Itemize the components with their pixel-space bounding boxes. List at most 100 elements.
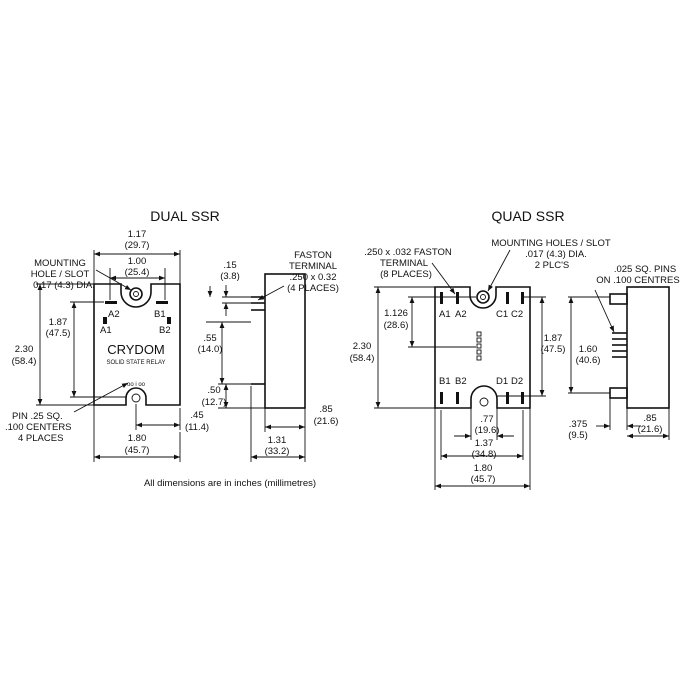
dual-dim-85: .85 bbox=[319, 404, 332, 415]
dual-dim-100: 1.00 bbox=[128, 256, 147, 267]
dual-mounting-note-2: HOLE / SLOT bbox=[31, 269, 90, 280]
quad-dim-77: .77 bbox=[480, 414, 493, 425]
dual-pin-note-2: .100 CENTERS bbox=[5, 422, 72, 433]
quad-dim-187-mm: (47.5) bbox=[541, 344, 566, 355]
dual-dim-50-mm: (12.7) bbox=[202, 397, 227, 408]
quad-dim-230-mm: (58.4) bbox=[350, 353, 375, 364]
dual-dim-187-mm: (47.5) bbox=[46, 328, 71, 339]
quad-dim-77-mm: (19.6) bbox=[475, 425, 500, 436]
dual-dim-85-mm: (21.6) bbox=[314, 416, 339, 427]
quad-dim-375: .375 bbox=[569, 419, 588, 430]
dual-faston-note-1: FASTON bbox=[294, 250, 332, 261]
quad-side-view-body bbox=[626, 286, 670, 409]
dual-mounting-note-1: MOUNTING bbox=[34, 258, 86, 269]
dual-pin-note-3: 4 PLACES bbox=[18, 433, 63, 444]
dual-ssr-title: DUAL SSR bbox=[150, 208, 220, 224]
quad-dim-85: .85 bbox=[643, 413, 656, 424]
quad-label-c1: C1 bbox=[496, 309, 508, 320]
quad-pins-leader bbox=[594, 289, 615, 333]
quad-faston-note-2: TERMINAL bbox=[380, 258, 428, 269]
quad-pin-row bbox=[476, 331, 482, 361]
dual-label-b1: B1 bbox=[154, 309, 166, 320]
dual-ssr-section: DUAL SSR A2 B1 A1 B2 CRYDOM SOLID STATE … bbox=[5, 208, 339, 462]
quad-mounting-note-2: .017 (4.3) DIA. bbox=[525, 249, 587, 260]
quad-label-a1: A1 bbox=[439, 309, 451, 320]
quad-ssr-section: QUAD SSR A1 A2 C1 C2 B1 B2 D1 D2 .250 x … bbox=[350, 208, 680, 490]
dual-dim-187: 1.87 bbox=[49, 317, 68, 328]
dual-dim-180-mm: (45.7) bbox=[125, 445, 150, 456]
dual-faston-note-4: (4 PLACES) bbox=[287, 283, 339, 294]
dual-dim-131-mm: (33.2) bbox=[265, 446, 290, 457]
quad-faston-tab-top bbox=[609, 293, 628, 305]
quad-dim-1126: 1.126 bbox=[384, 308, 408, 319]
dual-faston-leader bbox=[257, 285, 285, 301]
quad-dim-160-mm: (40.6) bbox=[576, 355, 601, 366]
quad-ssr-title: QUAD SSR bbox=[491, 208, 564, 224]
dual-dim-45: .45 bbox=[190, 410, 203, 421]
dual-side-view-body bbox=[264, 273, 306, 409]
dual-faston-note-3: .250 x 0.32 bbox=[289, 272, 336, 283]
dual-pin-marks: oo i oo bbox=[127, 382, 146, 388]
quad-mounting-note-1: MOUNTING HOLES / SLOT bbox=[491, 238, 610, 249]
dual-label-b2: B2 bbox=[159, 325, 171, 336]
quad-label-b2: B2 bbox=[455, 376, 467, 387]
dual-dim-230: 2.30 bbox=[15, 344, 34, 355]
dual-mounting-note-3: 0.17 (4.3) DIA. bbox=[33, 280, 95, 291]
quad-faston-note-1: .250 x .032 FASTON bbox=[364, 247, 452, 258]
quad-side-pins bbox=[612, 332, 627, 358]
dual-pin-note-1: PIN .25 SQ. bbox=[12, 411, 63, 422]
dual-terminal-b1 bbox=[156, 301, 168, 304]
dual-terminal-a2 bbox=[105, 301, 117, 304]
quad-faston-note-3: (8 PLACES) bbox=[380, 269, 432, 280]
dual-dim-180: 1.80 bbox=[128, 433, 147, 444]
dual-mounting-leader bbox=[95, 269, 132, 291]
dual-terminal-b2 bbox=[167, 317, 171, 324]
quad-label-c2: C2 bbox=[511, 309, 523, 320]
quad-dim-375-mm: (9.5) bbox=[568, 430, 588, 441]
dual-faston-note-2: TERMINAL bbox=[289, 261, 337, 272]
dual-top-view-body bbox=[93, 283, 181, 406]
quad-label-d1: D1 bbox=[496, 376, 508, 387]
quad-mounting-hole bbox=[476, 290, 490, 304]
quad-mounting-leader bbox=[487, 249, 511, 292]
quad-label-d2: D2 bbox=[511, 376, 523, 387]
quad-pins-note-1: .025 SQ. PINS bbox=[614, 264, 676, 275]
dual-dim-117-mm: (29.7) bbox=[125, 240, 150, 251]
dual-brand-subtitle: SOLID STATE RELAY bbox=[106, 360, 165, 366]
quad-dim-180: 1.80 bbox=[474, 463, 493, 474]
dual-dim-15: .15 bbox=[223, 260, 236, 271]
dual-dim-15-mm: (3.8) bbox=[220, 271, 240, 282]
quad-label-b1: B1 bbox=[439, 376, 451, 387]
dual-dim-55-mm: (14.0) bbox=[198, 344, 223, 355]
quad-dim-180-mm: (45.7) bbox=[471, 474, 496, 485]
quad-dim-1126-mm: (28.6) bbox=[384, 320, 409, 331]
dual-pin-leader bbox=[73, 382, 129, 413]
quad-label-a2: A2 bbox=[455, 309, 467, 320]
quad-top-view-body bbox=[434, 286, 531, 409]
quad-faston-tab-bottom bbox=[609, 387, 628, 399]
dual-bottom-slot-hole bbox=[131, 393, 141, 403]
dual-terminal-a1 bbox=[103, 317, 107, 324]
quad-dim-137: 1.37 bbox=[475, 438, 494, 449]
quad-dim-85-mm: (21.6) bbox=[638, 424, 663, 435]
quad-bottom-slot-hole bbox=[479, 397, 489, 407]
dual-dim-117: 1.17 bbox=[128, 229, 147, 240]
dual-dim-230-mm: (58.4) bbox=[12, 356, 37, 367]
dual-dim-100-mm: (25.4) bbox=[125, 267, 150, 278]
dual-mounting-hole bbox=[129, 287, 143, 301]
quad-dim-230: 2.30 bbox=[353, 341, 372, 352]
quad-dim-137-mm: (34.8) bbox=[472, 449, 497, 460]
quad-dim-160: 1.60 bbox=[579, 344, 598, 355]
dual-brand-logo: CRYDOM bbox=[107, 342, 165, 357]
quad-pins-note-2: ON .100 CENTRES bbox=[596, 275, 679, 286]
dual-dim-131: 1.31 bbox=[268, 435, 287, 446]
dual-dim-45-mm: (11.4) bbox=[185, 422, 209, 433]
dual-label-a2: A2 bbox=[108, 309, 120, 320]
quad-dim-187: 1.87 bbox=[544, 333, 563, 344]
dual-dim-55: .55 bbox=[203, 333, 216, 344]
dual-label-a1: A1 bbox=[100, 325, 112, 336]
quad-faston-leader bbox=[431, 262, 456, 295]
quad-mounting-note-3: 2 PLC'S bbox=[535, 260, 570, 271]
units-footnote: All dimensions are in inches (millimetre… bbox=[144, 478, 316, 489]
